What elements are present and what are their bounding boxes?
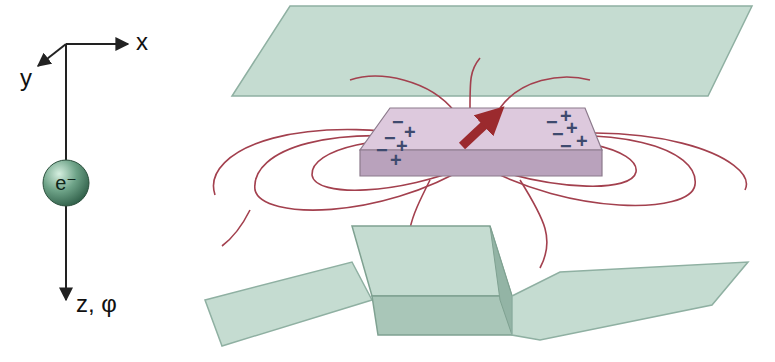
ridge-top <box>352 226 512 296</box>
top-plate <box>232 6 752 96</box>
bottom-plate-left <box>205 262 372 346</box>
charge-sign: − <box>560 136 572 156</box>
electron-sphere <box>43 160 89 206</box>
charge-sign: − <box>376 140 388 160</box>
magnetization-arrow <box>462 116 494 146</box>
charge-sign: + <box>576 131 588 151</box>
electron-node: e⁻ <box>43 160 89 206</box>
axis-label: z, φ <box>76 292 117 316</box>
axis-label: y <box>20 66 32 90</box>
axes <box>38 44 128 300</box>
axis-label: x <box>136 30 148 54</box>
electron-label: e⁻ <box>55 171 77 195</box>
ridge-side <box>490 226 512 335</box>
charge-sign: + <box>566 118 578 138</box>
bottom-plate-right <box>512 262 748 340</box>
charge-sign: + <box>390 150 402 170</box>
ridge-front <box>372 296 512 335</box>
